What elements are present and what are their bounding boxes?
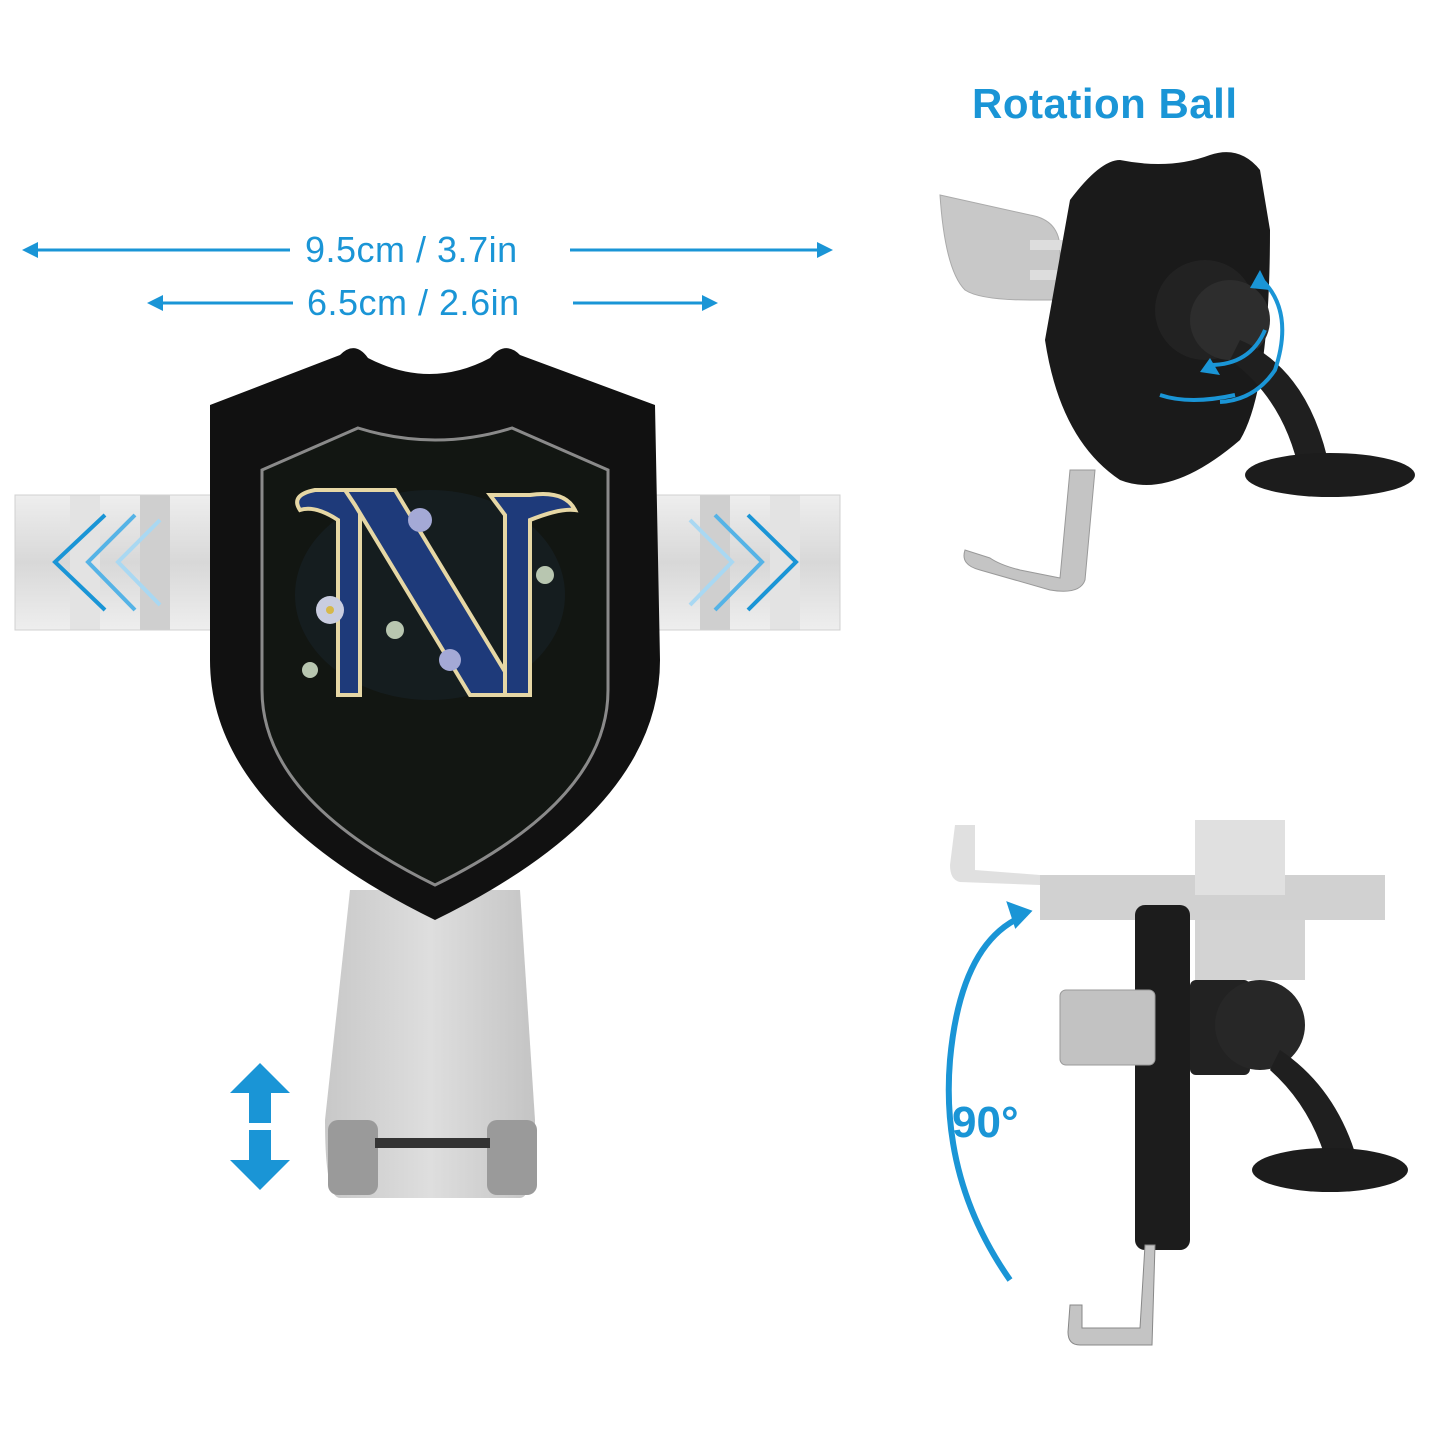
tilt-illustration [945, 820, 1408, 1346]
right-clip [649, 494, 841, 631]
rotation-illustration [939, 152, 1415, 592]
phone-holder-front-view: N [0, 330, 850, 1230]
width-label: 9.5cm / 3.7in [305, 229, 518, 270]
up-down-arrow-icon [230, 1063, 290, 1190]
inner-width-dimension: 6.5cm / 2.6in [145, 278, 720, 328]
tilt-angle-label: 90° [952, 1098, 1019, 1147]
tilt-arrow-icon [945, 901, 1033, 1282]
double-arrow-icon [147, 295, 718, 311]
chevron-left-icon [52, 513, 162, 612]
rotation-ball-title: Rotation Ball [972, 80, 1238, 127]
monogram: N [295, 488, 579, 700]
svg-text:N: N [428, 632, 437, 643]
left-clip [14, 494, 216, 631]
rotation-arrow-icon [1159, 270, 1285, 404]
inner-width-label: 6.5cm / 2.6in [307, 282, 520, 323]
rotation-view [920, 140, 1430, 700]
double-arrow-icon [22, 242, 833, 258]
width-dimension: 9.5cm / 3.7in [20, 225, 835, 275]
bottom-support-arm [325, 890, 537, 1198]
tilt-view: 90° [920, 780, 1430, 1380]
holder-illustration: N [14, 348, 841, 1198]
chevron-right-icon [688, 513, 799, 612]
